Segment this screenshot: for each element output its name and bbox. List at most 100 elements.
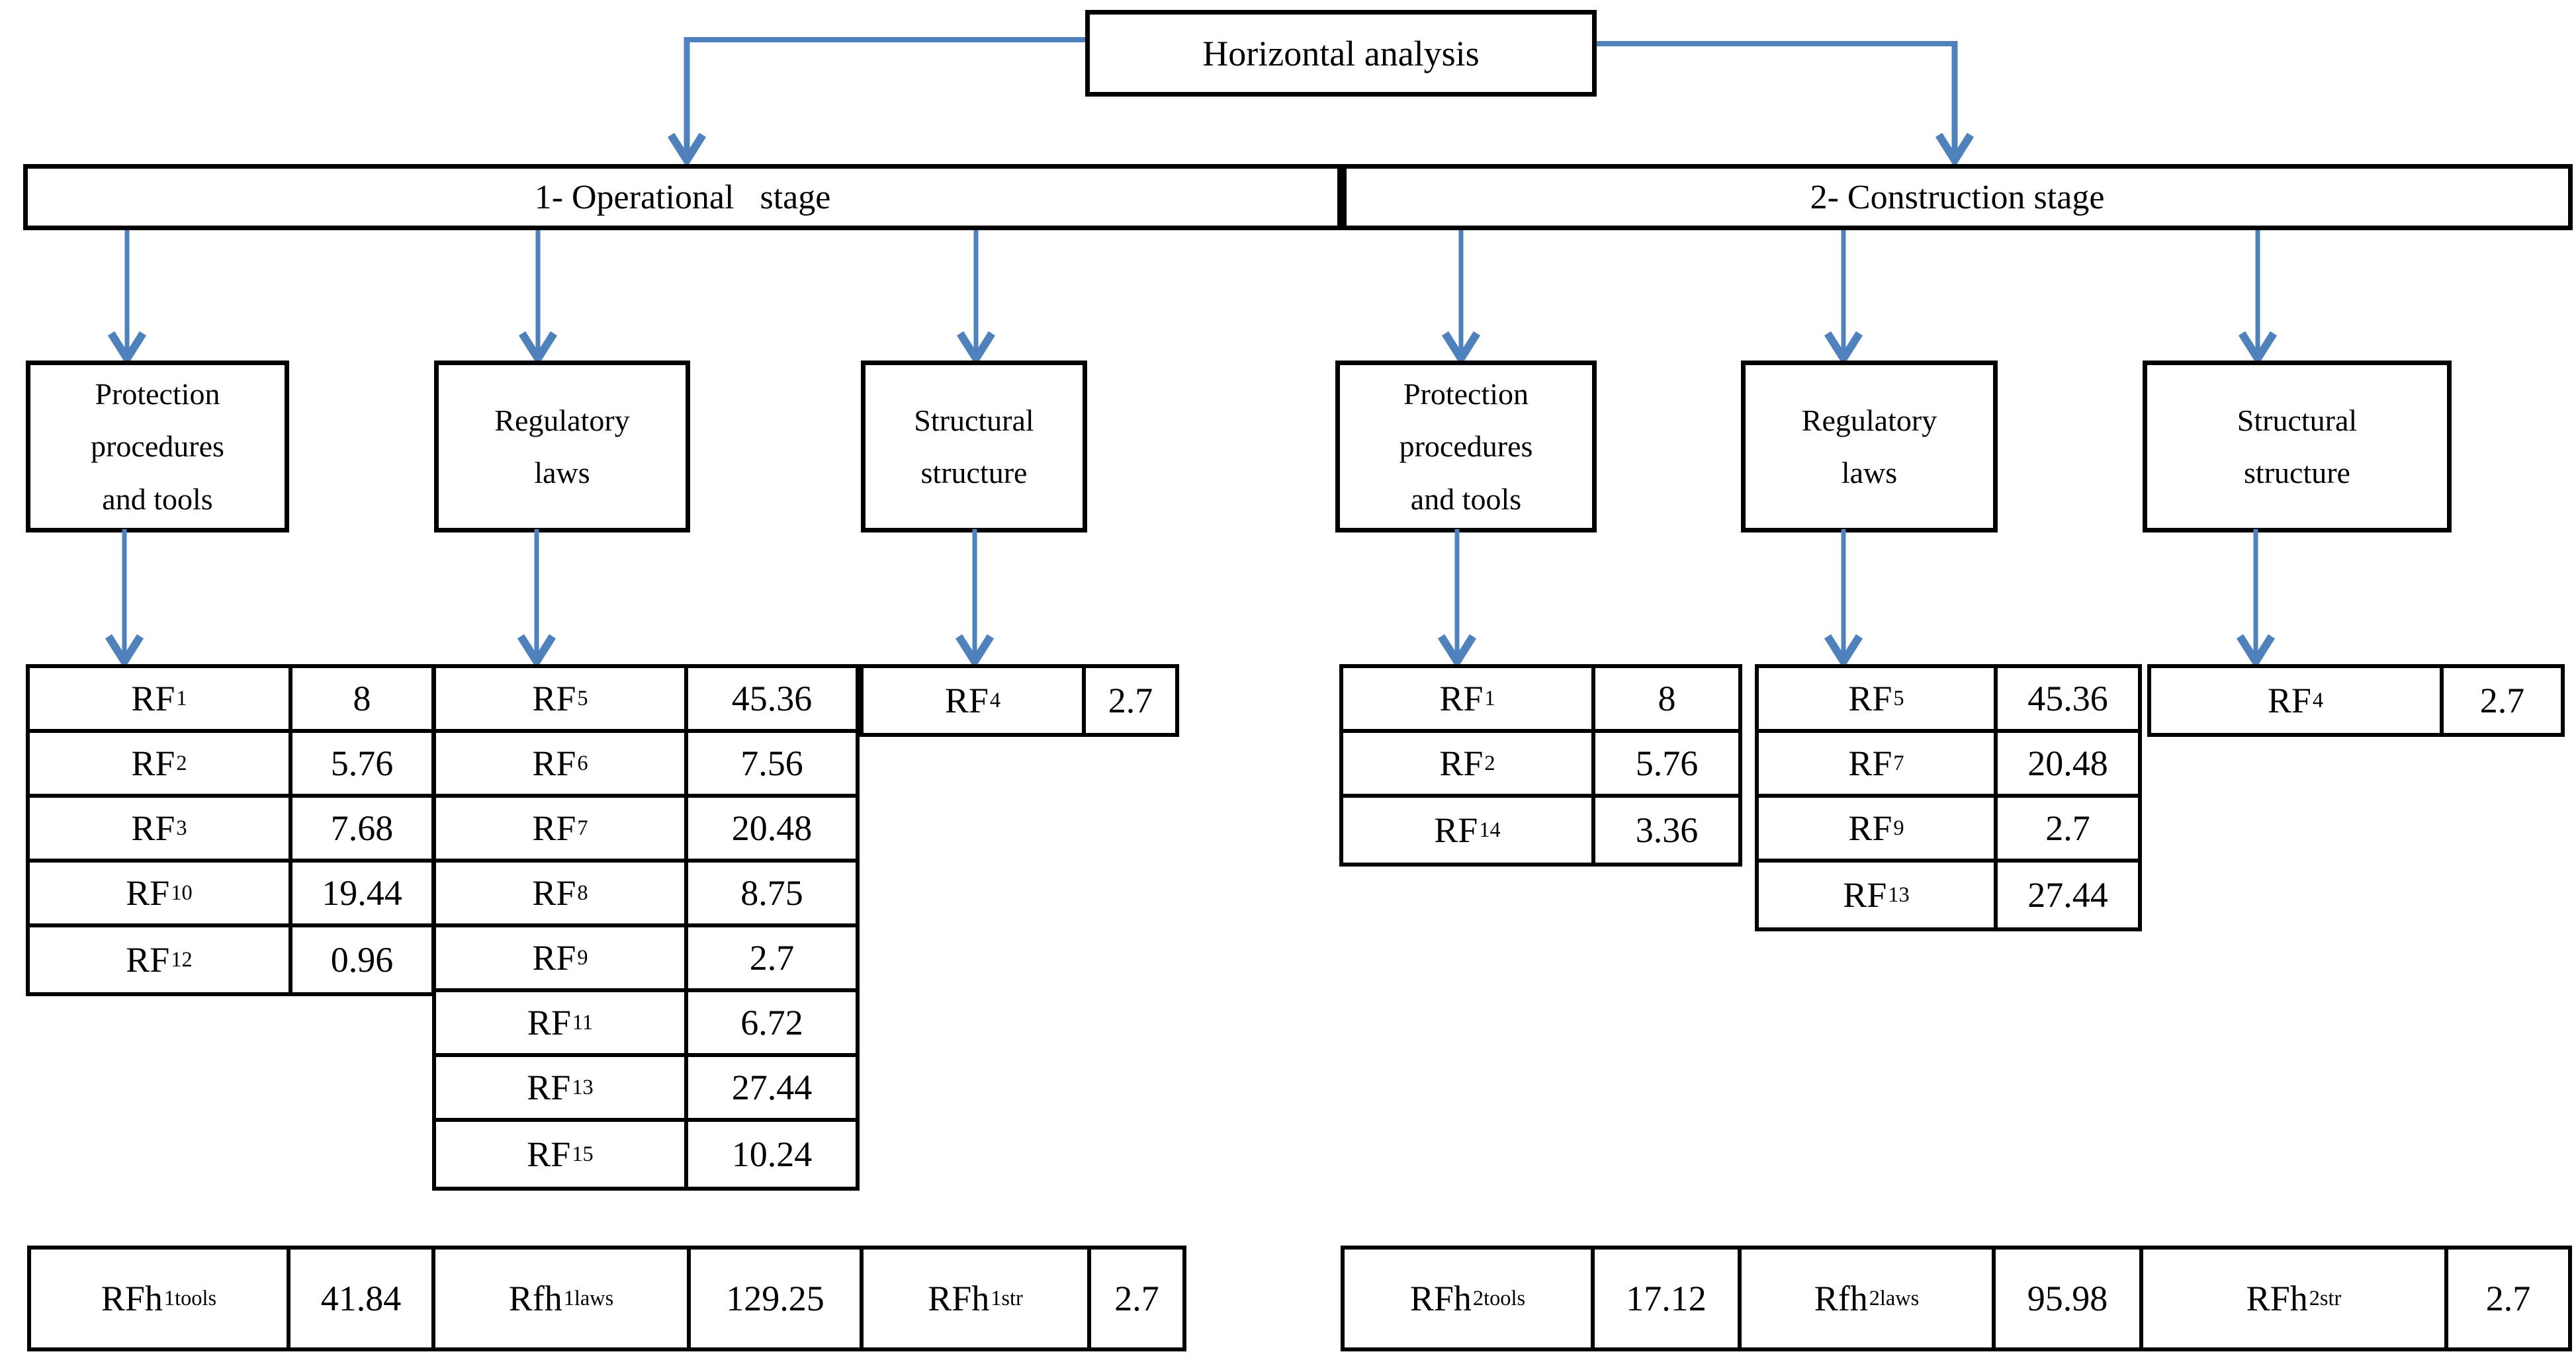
rf-value-cell: 2.7 (1998, 798, 2138, 863)
rf-base: RF (1843, 875, 1887, 915)
rf-base: RF (527, 1068, 571, 1107)
rf-value-cell: 45.36 (1998, 668, 2138, 733)
rfh-value-cell: 41.84 (290, 1250, 435, 1347)
rf-base: RF (126, 873, 170, 913)
rf-base: RF (532, 873, 576, 913)
rf-value-cell: 19.44 (292, 863, 431, 927)
category-box-construction-structural: Structural structure (2143, 361, 2452, 532)
rf-value-cell: 10.24 (688, 1122, 856, 1187)
rf-value-cell: 45.36 (688, 668, 856, 733)
category-box-construction-regulatory: Regulatory laws (1741, 361, 1998, 532)
category-box-operational-protection: Protection procedures and tools (26, 361, 289, 532)
category-label: Structural structure (2237, 403, 2358, 489)
title-box: Horizontal analysis (1085, 10, 1597, 97)
rfh-value-cell: 2.7 (2448, 1250, 2568, 1347)
down-arrow-icon (956, 230, 996, 362)
rf-value-cell: 0.96 (292, 927, 431, 992)
rfh-base: RFh (1409, 1279, 1472, 1318)
rf-base: RF (532, 744, 576, 783)
rf-value-cell: 2.7 (2444, 668, 2561, 733)
category-label: Protection procedures and tools (91, 377, 224, 516)
rfh-value-cell: 2.7 (1091, 1250, 1182, 1347)
rf-base: RF (944, 681, 989, 720)
down-arrow-icon (1824, 230, 1863, 362)
rf-base: RF (131, 679, 175, 718)
rf-base: RF (2267, 681, 2311, 720)
rf-base: RF (1439, 679, 1484, 718)
title-label: Horizontal analysis (1202, 33, 1480, 73)
rf-value-cell: 3.36 (1595, 798, 1738, 863)
down-arrow-icon (1437, 529, 1477, 665)
rf-value-cell: 27.44 (688, 1057, 856, 1122)
rf-base: RF (131, 744, 175, 783)
connector-line-right (1597, 41, 1957, 46)
rf-value-cell: 20.48 (1998, 733, 2138, 798)
rf-base: RF (131, 808, 175, 848)
rf-value-cell: 8.75 (688, 863, 856, 927)
connector-line-left (684, 37, 1085, 42)
down-arrow-icon (1935, 41, 1975, 164)
rf-base: RF (532, 808, 576, 848)
down-arrow-icon (518, 230, 558, 362)
down-arrow-icon (2238, 230, 2278, 362)
rf-base: RF (532, 679, 576, 718)
rf-base: RF (527, 1134, 571, 1174)
rf-base: RF (532, 938, 576, 978)
rf-base: RF (1439, 744, 1484, 783)
rf-base: RF (1434, 810, 1478, 850)
stage-label-construction: 2- Construction stage (1810, 178, 2105, 216)
rf-base: RF (1848, 808, 1892, 848)
category-label: Protection procedures and tools (1399, 377, 1533, 516)
stage-bar-construction: 2- Construction stage (1342, 164, 2573, 230)
category-box-operational-regulatory: Regulatory laws (434, 361, 690, 532)
down-arrow-icon (2236, 529, 2276, 665)
rf-value-cell: 5.76 (292, 733, 431, 798)
rf-value-cell: 5.76 (1595, 733, 1738, 798)
rf-value-cell: 7.68 (292, 798, 431, 863)
rf-value-cell: 2.7 (1086, 668, 1175, 733)
category-box-construction-protection: Protection procedures and tools (1335, 361, 1597, 532)
down-arrow-icon (667, 37, 707, 164)
stage-bar-operational: 1- Operational stage (23, 164, 1342, 230)
rfh-base: RFh (2246, 1279, 2308, 1318)
stage-label-operational: 1- Operational stage (534, 178, 831, 216)
rfh-value-cell: 129.25 (691, 1250, 864, 1347)
rf-value-cell: 6.72 (688, 992, 856, 1057)
down-arrow-icon (955, 529, 995, 665)
category-label: Regulatory laws (1801, 403, 1937, 489)
down-arrow-icon (1441, 230, 1481, 362)
rf-value-cell: 7.56 (688, 733, 856, 798)
